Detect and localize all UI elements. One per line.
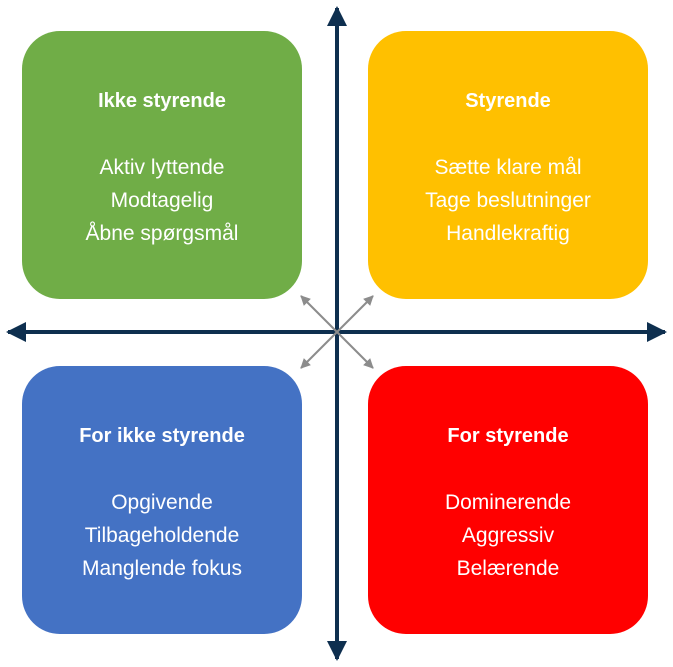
quadrant-item: Modtagelig <box>110 189 214 212</box>
quadrant-item: Tilbageholdende <box>84 524 240 547</box>
quadrant-item-list: Aktiv lyttende Modtagelig Åbne spørgsmål <box>22 151 302 250</box>
quadrant-for-styrende: For styrende Dominerende Aggressiv Belær… <box>368 366 648 634</box>
quadrant-title: Ikke styrende <box>98 90 226 112</box>
quadrant-item-list: Opgivende Tilbageholdende Manglende foku… <box>22 486 302 585</box>
quadrant-item: Belærende <box>456 557 560 580</box>
quadrant-item: Opgivende <box>111 491 213 514</box>
quadrant-title: Styrende <box>465 90 551 112</box>
quadrant-for-ikke-styrende: For ikke styrende Opgivende Tilbageholde… <box>22 366 302 634</box>
quadrant-item-list: Dominerende Aggressiv Belærende <box>368 486 648 585</box>
quadrant-item: Aktiv lyttende <box>99 156 225 179</box>
quadrant-ikke-styrende: Ikke styrende Aktiv lyttende Modtagelig … <box>22 31 302 299</box>
quadrant-item-list: Sætte klare mål Tage beslutninger Handle… <box>368 151 648 250</box>
diagonal-arrow-tr-bl <box>300 295 374 369</box>
quadrant-item: Sætte klare mål <box>434 156 582 179</box>
quadrant-item: Dominerende <box>444 491 572 514</box>
quadrant-styrende: Styrende Sætte klare mål Tage beslutning… <box>368 31 648 299</box>
quadrant-title: For ikke styrende <box>79 425 245 447</box>
quadrant-item: Åbne spørgsmål <box>85 222 239 245</box>
quadrant-item: Handlekraftig <box>446 222 570 245</box>
quadrant-item: Tage beslutninger <box>425 189 591 212</box>
quadrant-title: For styrende <box>447 425 569 447</box>
quadrant-item: Manglende fokus <box>82 557 242 580</box>
quadrant-item: Aggressiv <box>461 524 555 547</box>
